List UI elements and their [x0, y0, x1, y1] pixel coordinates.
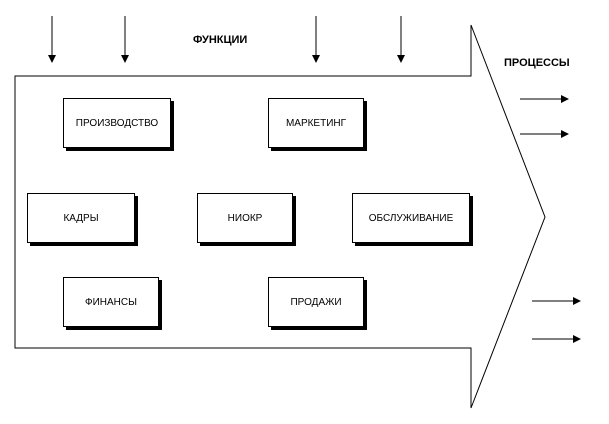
box-rnd: НИОКР — [197, 193, 293, 243]
box-finance: ФИНАНСЫ — [63, 277, 159, 327]
box-production-label: ПРОИЗВОДСТВО — [75, 117, 159, 129]
box-production: ПРОИЗВОДСТВО — [63, 98, 171, 148]
box-rnd-label: НИОКР — [227, 212, 263, 224]
box-service-label: ОБСЛУЖИВАНИЕ — [368, 212, 454, 224]
box-sales: ПРОДАЖИ — [268, 277, 364, 327]
box-hr-label: КАДРЫ — [63, 212, 99, 224]
box-sales-label: ПРОДАЖИ — [290, 296, 342, 308]
box-service: ОБСЛУЖИВАНИЕ — [352, 193, 470, 243]
functions-label: ФУНКЦИИ — [193, 34, 248, 46]
box-finance-label: ФИНАНСЫ — [85, 296, 137, 308]
box-hr: КАДРЫ — [27, 193, 135, 243]
box-marketing: МАРКЕТИНГ — [268, 98, 364, 148]
processes-label: ПРОЦЕССЫ — [504, 57, 570, 69]
box-marketing-label: МАРКЕТИНГ — [285, 117, 347, 129]
